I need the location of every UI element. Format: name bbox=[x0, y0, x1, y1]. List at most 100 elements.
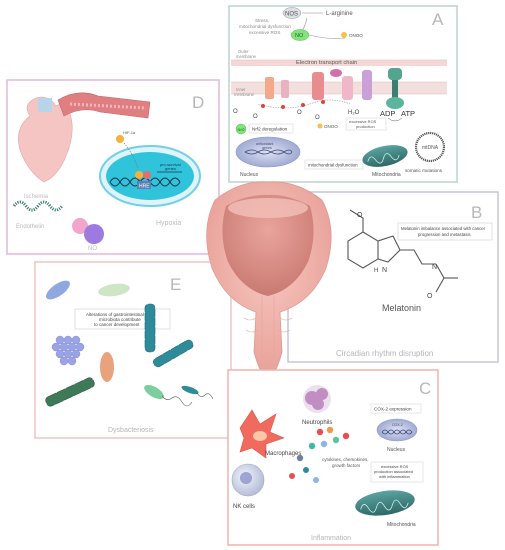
hre-label: HRE bbox=[139, 184, 150, 190]
endothelin-label: Endothelin bbox=[16, 224, 44, 230]
macrophage-nucleus bbox=[253, 431, 267, 441]
electron-dot-3 bbox=[301, 103, 305, 107]
nucleus-c-label: Nucleus bbox=[387, 447, 406, 453]
l-arginine-label: L-arginine bbox=[326, 11, 353, 17]
excess-ros-line-2: production bbox=[356, 124, 375, 129]
electron-dot-4 bbox=[321, 100, 325, 104]
atp-synthase-head bbox=[388, 68, 402, 80]
mito-dysfunction-label: mitochondrial dysfunction bbox=[308, 163, 358, 168]
cytochrome-c bbox=[330, 69, 342, 77]
hif-label: HIF-1α bbox=[123, 130, 136, 135]
excess-ros-line-1: excessive ROS bbox=[349, 119, 377, 124]
dna-strand-c2 bbox=[381, 429, 413, 435]
electron-dot-1 bbox=[261, 104, 265, 108]
no-label: NO bbox=[295, 33, 304, 39]
bacterium-teal-vertical bbox=[144, 303, 156, 353]
adp-label: ADP bbox=[380, 109, 395, 118]
coccus-cluster bbox=[51, 335, 85, 366]
pro-survival-line-1: pro-survival bbox=[160, 162, 181, 167]
panel-e-letter: E bbox=[170, 275, 181, 294]
nrf2-chip-label: Nrf2 bbox=[238, 128, 245, 132]
inner-membrane-band bbox=[231, 82, 447, 94]
cytokines-line-2: growth factors bbox=[332, 463, 361, 468]
electron-dot-2 bbox=[281, 105, 285, 109]
panel-a: A NOS L-arginine Stress, mitochondrial d… bbox=[228, 5, 458, 183]
hif-bound-1 bbox=[135, 171, 143, 179]
outer-membrane-band bbox=[231, 60, 447, 66]
cox2-gene-label: COX-2 bbox=[392, 423, 403, 427]
adp-atp-arrow bbox=[387, 117, 403, 122]
neutrophils-label: Neutrophils bbox=[302, 420, 332, 426]
microbiota-line-2: microbiota contribute bbox=[99, 317, 141, 322]
inflammation-ros-line-1: excessive ROS bbox=[381, 464, 409, 469]
microbiota-line-1: Alterations of gastrointestinal bbox=[86, 312, 144, 317]
stress-line-1: Stress, bbox=[255, 18, 269, 23]
stress-line-2: mitochondrial dysfunction bbox=[239, 24, 291, 29]
panel-d-letter: D bbox=[192, 93, 204, 112]
antioxidant-line-2: genes bbox=[262, 146, 272, 150]
bladder-illustration bbox=[206, 181, 332, 383]
panel-c-frame bbox=[227, 369, 439, 546]
inner-membrane-label-1: Inner bbox=[236, 87, 246, 92]
panel-e: E Alterations of gastrointestinal microb… bbox=[34, 261, 232, 439]
mito-dysfunction-box bbox=[304, 159, 364, 170]
nos-enzyme bbox=[282, 7, 302, 19]
nucleus-a bbox=[235, 136, 301, 168]
endothelin-chain bbox=[12, 200, 64, 212]
onoo-label-top: ONOO bbox=[349, 33, 363, 38]
panel-d: D Ischemia Endothelin NO HRE pro-surviva… bbox=[6, 79, 220, 255]
stress-line-3: excessive ROS bbox=[249, 30, 280, 35]
excess-ros-box bbox=[345, 117, 387, 131]
bacterium-teal-diagonal bbox=[153, 339, 194, 368]
melatonin-atom-o: O bbox=[357, 212, 363, 219]
heart-illustration bbox=[18, 96, 73, 183]
hif-molecule bbox=[116, 135, 124, 143]
complex-iii bbox=[312, 72, 324, 100]
cytokines-line-1: cytokines, chemokines, bbox=[322, 457, 369, 462]
hif-bound-2 bbox=[143, 171, 151, 179]
bladder-lumen bbox=[222, 194, 314, 296]
h2o-label: H₂O bbox=[348, 110, 360, 116]
bacterium-small bbox=[181, 385, 199, 395]
melatonin-atom-o2: O bbox=[427, 293, 433, 300]
bacterium-flagellated bbox=[144, 385, 164, 399]
mitochondria-a-label: Mitochondria bbox=[372, 172, 401, 178]
flagella-1 bbox=[161, 395, 193, 407]
hypoxia-label: Hypoxia bbox=[156, 220, 181, 227]
o2-label-2: O bbox=[253, 114, 258, 120]
no-atom-2 bbox=[84, 224, 104, 244]
complex-ii bbox=[281, 80, 289, 98]
atp-synthase-stalk bbox=[392, 80, 398, 100]
o2-label-1: O bbox=[233, 109, 238, 115]
panel-c: C Neutrophils Macrophages cytokines, che… bbox=[227, 369, 439, 546]
bladder-highlight bbox=[228, 198, 308, 218]
onoo-label-low: ONOO bbox=[324, 124, 338, 129]
melatonin-atom-n1: N bbox=[382, 267, 387, 274]
no-atom-1 bbox=[72, 218, 88, 234]
panel-c-letter: C bbox=[419, 379, 431, 398]
dysbacteriosis-label: Dysbacteriosis bbox=[108, 427, 154, 434]
mitochondrion-a bbox=[362, 145, 408, 167]
etc-label: Electron transport chain bbox=[296, 60, 357, 66]
electron-flow bbox=[257, 99, 351, 109]
melatonin-atom-h: H bbox=[374, 268, 378, 274]
nk-cells-label: NK cells bbox=[233, 504, 255, 510]
cox2-expression-box bbox=[370, 403, 422, 414]
somatic-mutations-label: somatic mutations bbox=[405, 168, 443, 173]
o2-label-3: O bbox=[297, 110, 302, 116]
inflammation-ros-line-2: production associated bbox=[374, 469, 413, 474]
nos-label: NOS bbox=[285, 12, 298, 18]
complex-iv bbox=[342, 76, 353, 100]
melatonin-atom-n2: N bbox=[432, 264, 437, 271]
cristae-a bbox=[367, 153, 400, 164]
atp-synthase-rotor bbox=[386, 97, 404, 109]
bacterium-dark-green bbox=[45, 377, 95, 407]
artery-illustration bbox=[57, 92, 151, 119]
hre-box bbox=[137, 181, 151, 189]
dna-strand-c1 bbox=[381, 429, 413, 435]
melatonin-imbalance-line-2: progression and metastasis bbox=[418, 232, 471, 237]
cytokine-dots bbox=[289, 426, 350, 483]
cristae-c bbox=[360, 499, 409, 513]
panel-b-letter: B bbox=[471, 203, 482, 222]
nrf2-deregulation-box bbox=[248, 123, 294, 134]
